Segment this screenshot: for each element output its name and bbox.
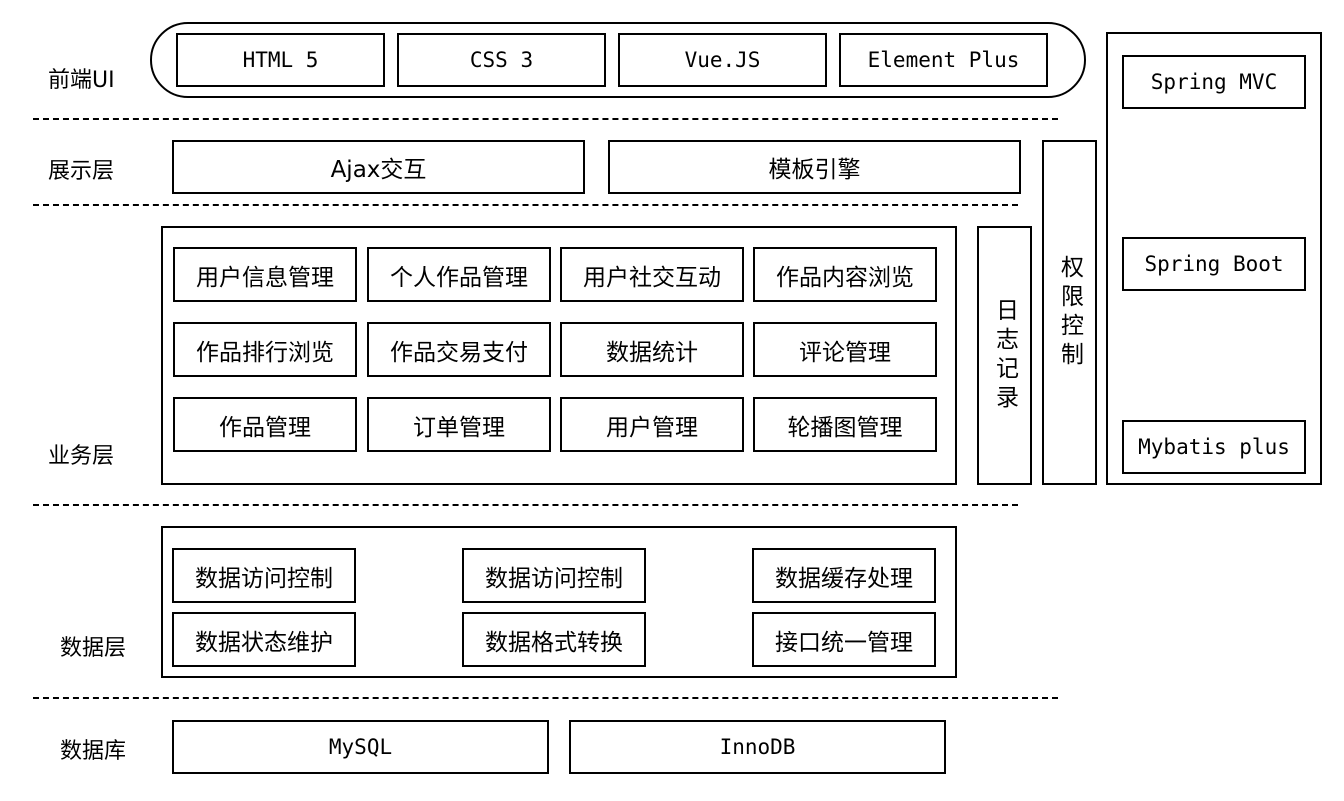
business-group	[161, 226, 957, 485]
data-item: 数据访问控制	[462, 548, 646, 603]
layer-label-frontend: 前端UI	[48, 68, 115, 93]
display-item-ajax: Ajax交互	[172, 140, 585, 194]
business-item: 作品排行浏览	[173, 322, 357, 377]
framework-spring-boot: Spring Boot	[1122, 237, 1306, 291]
business-item: 用户管理	[560, 397, 744, 452]
data-item: 数据缓存处理	[752, 548, 936, 603]
business-item: 订单管理	[367, 397, 551, 452]
frontend-item-vuejs: Vue.JS	[618, 33, 827, 87]
framework-group	[1106, 32, 1322, 485]
layer-label-business: 业务层	[48, 444, 115, 469]
layer-label-display: 展示层	[48, 159, 115, 184]
business-item: 作品交易支付	[367, 322, 551, 377]
frontend-item-element-plus: Element Plus	[839, 33, 1048, 87]
framework-spring-mvc: Spring MVC	[1122, 55, 1306, 109]
business-item: 用户信息管理	[173, 247, 357, 302]
business-item: 评论管理	[753, 322, 937, 377]
business-item: 用户社交互动	[560, 247, 744, 302]
log-record-box: 日志记录	[977, 226, 1032, 485]
permission-control-box: 权限控制	[1042, 140, 1097, 485]
separator-line	[33, 204, 1018, 206]
framework-mybatis-plus: Mybatis plus	[1122, 420, 1306, 474]
separator-line	[33, 697, 1058, 699]
database-item-mysql: MySQL	[172, 720, 549, 774]
display-item-template-engine: 模板引擎	[608, 140, 1021, 194]
data-group	[161, 526, 957, 678]
frontend-item-html5: HTML 5	[176, 33, 385, 87]
data-item: 数据状态维护	[172, 612, 356, 667]
business-item: 轮播图管理	[753, 397, 937, 452]
data-item: 数据访问控制	[172, 548, 356, 603]
database-item-innodb: InnoDB	[569, 720, 946, 774]
data-item: 数据格式转换	[462, 612, 646, 667]
frontend-item-css3: CSS 3	[397, 33, 606, 87]
layer-label-data: 数据层	[60, 636, 127, 661]
business-item: 作品内容浏览	[753, 247, 937, 302]
data-item: 接口统一管理	[752, 612, 936, 667]
layer-label-database: 数据库	[60, 739, 127, 764]
separator-line	[33, 118, 1058, 120]
separator-line	[33, 504, 1018, 506]
business-item: 数据统计	[560, 322, 744, 377]
frontend-group	[150, 22, 1086, 98]
business-item: 个人作品管理	[367, 247, 551, 302]
business-item: 作品管理	[173, 397, 357, 452]
